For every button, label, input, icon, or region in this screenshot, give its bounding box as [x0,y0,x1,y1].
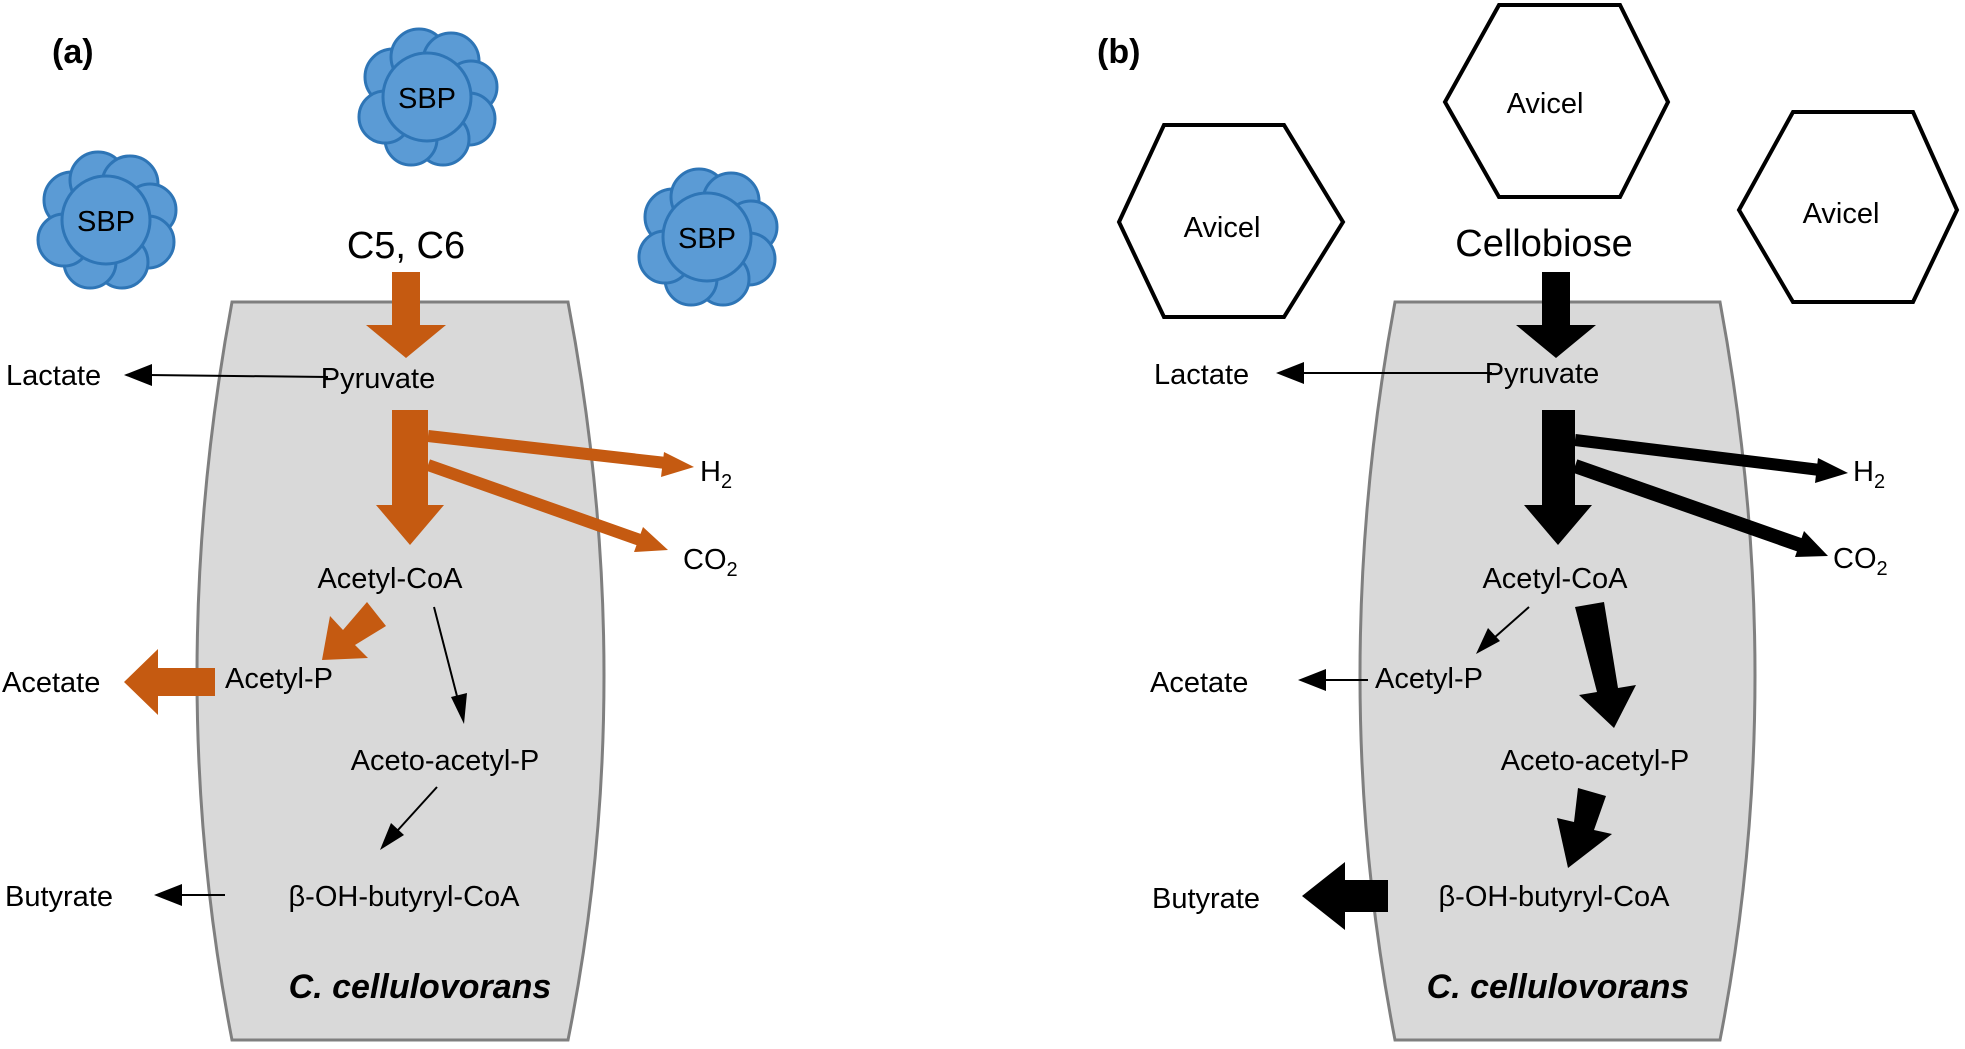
panel-a: (a) SBP SBP SBP C5, C6 Pyruvate Lactate [2,27,779,1042]
panel-b: (b) Avicel Avicel Avicel Cellobiose Pyru… [1097,3,1960,1042]
ohbutyrylcoa-label-a: β-OH-butyryl-CoA [289,881,521,913]
acetate-label-a: Acetate [2,667,100,699]
arrow-substrate-pyruvate-a [366,272,446,358]
butyrate-label-a: Butyrate [5,881,113,913]
arrow-acetylp-acetate-a [124,649,215,715]
sbp-label-center: SBP [398,83,456,115]
acetylcoa-label-b: Acetyl-CoA [1482,563,1628,595]
acetylcoa-label-a: Acetyl-CoA [317,563,463,595]
arrow-co2-b [1572,459,1828,557]
avicel-hexagon-left-icon [1116,123,1346,319]
avicel-label-right: Avicel [1803,198,1880,230]
arrow-h2-a [427,430,694,477]
avicel-hexagon-center-icon [1442,3,1671,199]
arrow-ohbutyryl-butyrate-a [154,884,225,906]
arrow-acetylcoa-acetylp-b [1476,606,1530,654]
arrow-acetylcoa-acetylp-a [322,602,386,660]
lactate-label-a: Lactate [6,360,101,392]
panel-a-label: (a) [52,33,94,71]
substrate-label-a: C5, C6 [347,225,465,267]
acetylp-label-b: Acetyl-P [1375,663,1483,695]
arrow-acetoacetyl-ohbutyryl-a [380,786,438,850]
arrow-ohbutyryl-butyrate-b [1302,862,1388,930]
substrate-label-b: Cellobiose [1455,223,1632,265]
butyrate-label-b: Butyrate [1152,883,1260,915]
arrow-pyruvate-acetylcoa-a [376,410,444,545]
arrow-pyruvate-lactate-b [1276,362,1492,384]
acetoacetylp-label-a: Aceto-acetyl-P [351,745,540,777]
organism-label-a: C. cellulovorans [289,968,552,1006]
ohbutyrylcoa-label-b: β-OH-butyryl-CoA [1439,881,1671,913]
arrow-co2-a [425,459,668,552]
sbp-label-left: SBP [77,206,135,238]
pyruvate-label-b: Pyruvate [1485,358,1599,390]
avicel-hexagon-right-icon [1736,110,1960,304]
co2-label-a: CO2 [683,544,738,581]
organism-label-b: C. cellulovorans [1427,968,1690,1006]
h2-label-b: H2 [1853,456,1885,493]
arrow-substrate-pyruvate-b [1516,272,1596,358]
panel-b-label: (b) [1097,33,1140,71]
arrow-acetylcoa-acetoacetyl-b [1575,602,1636,728]
avicel-label-center: Avicel [1507,88,1584,120]
acetoacetylp-label-b: Aceto-acetyl-P [1501,745,1690,777]
arrow-acetylcoa-acetoacetyl-a [433,606,467,724]
acetate-label-b: Acetate [1150,667,1248,699]
pyruvate-label-a: Pyruvate [321,363,435,395]
arrow-acetylp-acetate-b [1298,669,1368,691]
arrow-acetoacetyl-ohbutyryl-b [1557,788,1612,868]
avicel-label-left: Avicel [1184,212,1261,244]
acetylp-label-a: Acetyl-P [225,663,333,695]
co2-label-b: CO2 [1833,543,1888,580]
lactate-label-b: Lactate [1154,359,1249,391]
h2-label-a: H2 [700,456,732,493]
arrow-pyruvate-lactate-a [124,364,329,386]
arrow-h2-b [1574,434,1848,483]
sbp-label-right: SBP [678,223,736,255]
